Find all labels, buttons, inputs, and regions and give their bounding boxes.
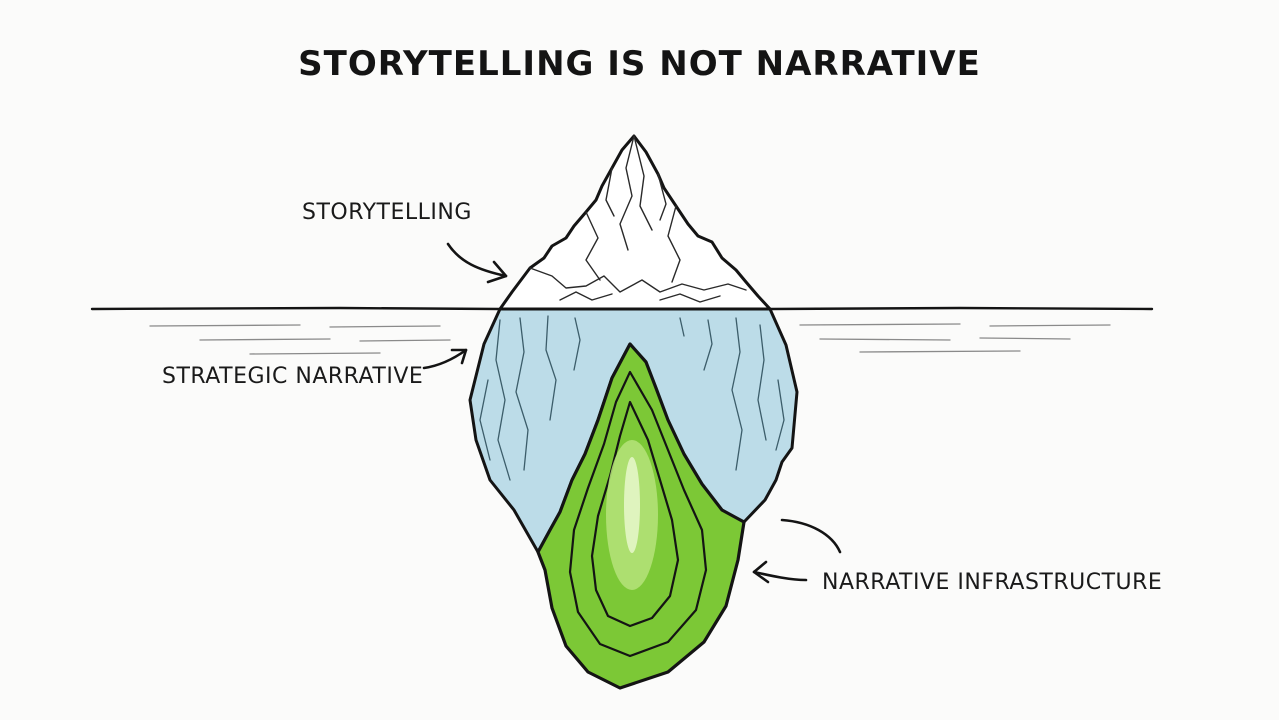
page-title: STORYTELLING IS NOT NARRATIVE bbox=[298, 44, 981, 84]
strategic-narrative-label: STRATEGIC NARRATIVE bbox=[162, 364, 424, 389]
core-contours bbox=[568, 370, 708, 658]
narrative-infrastructure-label: NARRATIVE INFRASTRUCTURE bbox=[822, 570, 1163, 595]
arrow-icon bbox=[422, 348, 468, 370]
tip-ridges bbox=[529, 135, 747, 303]
ice-cracks bbox=[479, 315, 785, 481]
core-glint bbox=[624, 457, 640, 553]
water-line bbox=[90, 306, 1154, 311]
arrow-icon bbox=[446, 242, 508, 284]
storytelling-label: STORYTELLING bbox=[302, 200, 472, 225]
water-ripples bbox=[149, 323, 1111, 355]
arrow-icon bbox=[752, 518, 842, 584]
